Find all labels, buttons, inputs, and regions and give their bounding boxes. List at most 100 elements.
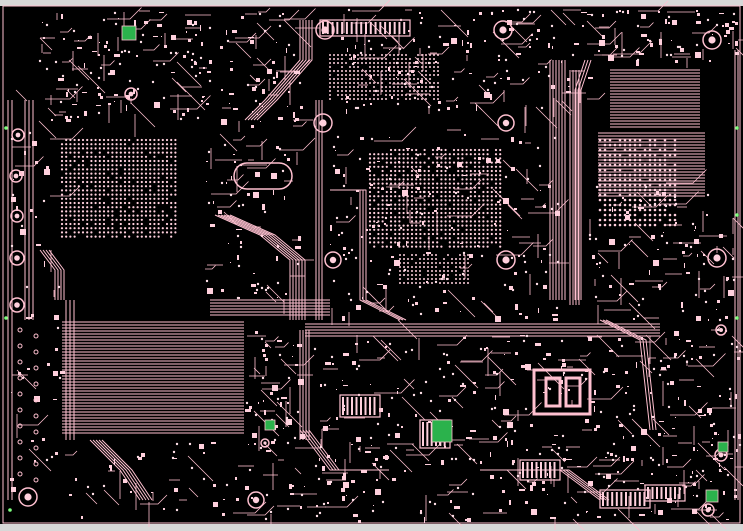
trace bbox=[176, 81, 206, 111]
bga-ball bbox=[86, 189, 89, 192]
bga-ball bbox=[394, 232, 397, 236]
via bbox=[367, 39, 371, 43]
bga-ball bbox=[373, 220, 376, 223]
bga-ball bbox=[98, 227, 101, 230]
via bbox=[351, 498, 355, 502]
bga-ball bbox=[136, 218, 139, 221]
smd-pad bbox=[672, 455, 677, 456]
bga-ball bbox=[419, 161, 422, 164]
smd-pad bbox=[385, 455, 388, 460]
smd-pad bbox=[641, 337, 643, 340]
bga-ball bbox=[478, 241, 481, 244]
via bbox=[588, 237, 592, 241]
smd-pad bbox=[260, 121, 261, 122]
smd-pad bbox=[505, 438, 507, 441]
trace bbox=[454, 68, 465, 73]
bga-ball bbox=[329, 86, 331, 88]
bga-ball bbox=[157, 172, 160, 175]
bga-ball bbox=[482, 190, 485, 194]
trace bbox=[577, 59, 589, 300]
via bbox=[493, 406, 497, 410]
trace bbox=[229, 32, 257, 43]
smd-pad bbox=[463, 337, 466, 339]
trace bbox=[361, 68, 377, 84]
bga-ball bbox=[457, 211, 460, 215]
bga-ball bbox=[165, 151, 169, 154]
bga-ball bbox=[128, 176, 131, 179]
bga-ball bbox=[385, 232, 388, 236]
bga-ball bbox=[473, 245, 477, 248]
bga-ball bbox=[421, 74, 423, 76]
smd-pad bbox=[460, 385, 466, 387]
via bbox=[430, 85, 434, 89]
bga-ball bbox=[478, 178, 481, 181]
bga-ball bbox=[398, 211, 401, 215]
bga-ball bbox=[417, 54, 419, 56]
smd-pad bbox=[563, 374, 564, 376]
bga-ball bbox=[473, 203, 477, 206]
bga-ball bbox=[377, 94, 379, 96]
bga-ball bbox=[341, 58, 343, 60]
bga-ball bbox=[415, 148, 418, 152]
bga-ball bbox=[448, 153, 451, 156]
bga-ball bbox=[643, 188, 647, 192]
bga-ball bbox=[368, 237, 372, 240]
bga-ball bbox=[431, 182, 435, 185]
bga-ball bbox=[73, 193, 76, 196]
smd-pad bbox=[364, 44, 365, 45]
via bbox=[169, 51, 173, 55]
bga-ball bbox=[381, 228, 384, 231]
bga-ball bbox=[77, 227, 80, 230]
bga-ball bbox=[77, 206, 80, 209]
bga-ball bbox=[407, 282, 409, 284]
bga-ball bbox=[410, 157, 414, 160]
via bbox=[524, 270, 528, 274]
smd-pad bbox=[456, 100, 457, 101]
smd-pad bbox=[245, 486, 249, 490]
via bbox=[28, 131, 32, 135]
trace bbox=[265, 336, 279, 342]
via bbox=[199, 56, 203, 60]
bga-ball bbox=[398, 237, 401, 240]
smd-pad bbox=[633, 318, 635, 320]
bga-ball bbox=[423, 278, 425, 280]
bga-ball bbox=[373, 182, 376, 185]
smd-pad bbox=[679, 339, 680, 340]
via bbox=[45, 67, 49, 71]
edge-via-ring bbox=[17, 423, 23, 429]
smd-pad bbox=[675, 417, 676, 418]
connector-pin bbox=[422, 422, 424, 446]
bga-ball bbox=[409, 70, 411, 72]
smd-pad bbox=[371, 445, 372, 446]
bga-ball bbox=[393, 82, 395, 84]
trace bbox=[448, 512, 463, 527]
bga-ball bbox=[385, 62, 387, 64]
bga-ball bbox=[123, 185, 127, 188]
smd-pad bbox=[187, 20, 192, 25]
smd-pad bbox=[735, 22, 738, 25]
via bbox=[505, 69, 509, 73]
bga-ball bbox=[393, 78, 395, 80]
smd-pad bbox=[294, 71, 300, 74]
mounting-hole-icon bbox=[313, 113, 333, 133]
trace bbox=[510, 77, 530, 85]
bga-ball bbox=[633, 188, 637, 192]
smd-pad bbox=[44, 169, 50, 175]
bga-ball bbox=[102, 227, 106, 230]
bga-ball bbox=[341, 54, 343, 56]
smd-pad bbox=[114, 54, 120, 57]
via bbox=[723, 453, 727, 457]
smd-pad bbox=[199, 444, 204, 449]
via bbox=[390, 396, 394, 400]
bga-ball bbox=[369, 78, 371, 80]
smd-pad bbox=[200, 25, 201, 31]
bga-ball bbox=[613, 198, 617, 202]
smd-pad bbox=[54, 315, 59, 320]
bga-ball bbox=[115, 231, 118, 234]
bga-ball bbox=[608, 203, 612, 207]
bga-ball bbox=[102, 164, 106, 167]
smd-pad bbox=[194, 62, 197, 65]
bga-ball bbox=[482, 153, 485, 156]
smd-pad bbox=[519, 141, 522, 144]
